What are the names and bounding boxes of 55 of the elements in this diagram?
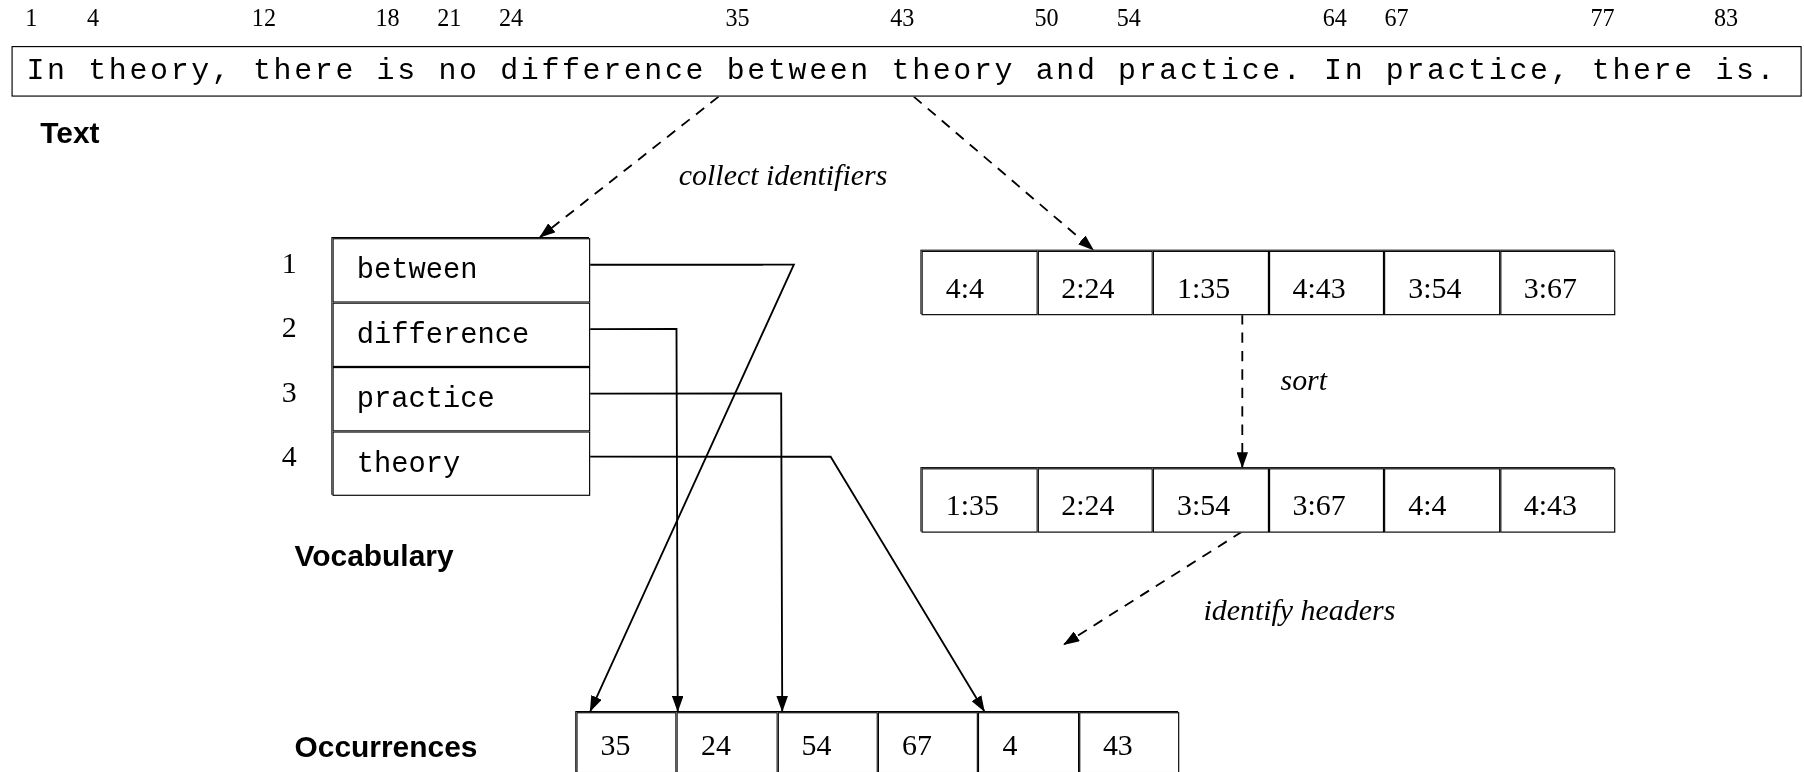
row-number: 3 [281,375,297,410]
dashed-arrow [912,95,1095,251]
section-heading: Vocabulary [294,538,454,575]
position-number: 50 [1034,4,1059,34]
posting-cell: 2:24 [1037,468,1153,533]
posting-cell: 2:24 [1037,250,1153,316]
arrow [588,328,684,713]
position-number: 43 [890,4,915,34]
section-heading: Text [40,115,100,151]
dashed-arrow [1236,313,1249,469]
posting-array [920,467,1615,532]
occurrence-cell: 54 [777,712,878,772]
occurrence-cell: 24 [676,712,778,772]
position-number: 83 [1714,4,1739,34]
position-number: 67 [1384,4,1409,34]
vocabulary-cell: practice [332,367,591,432]
vocabulary-cell: difference [332,302,591,367]
posting-cell: 4:4 [921,250,1038,316]
dashed-arrow [539,95,720,238]
position-number: 24 [498,4,524,34]
occurrence-cell: 43 [1078,712,1180,772]
arrow [588,392,788,713]
occurrence-cell: 4 [978,712,1079,772]
arrow [588,263,796,713]
position-number: 77 [1590,4,1615,34]
section-heading: Occurrences [294,729,478,766]
posting-cell: 3:67 [1268,468,1385,533]
position-number: 12 [251,4,276,34]
row-number: 2 [281,310,297,346]
vocabulary-table [331,237,590,495]
posting-cell: 3:67 [1499,250,1616,316]
position-number: 4 [87,4,100,34]
posting-cell: 1:35 [1152,250,1269,316]
vocabulary-cell: theory [332,431,591,496]
position-number: 21 [437,4,462,34]
position-number: 1 [25,4,38,34]
posting-cell: 1:35 [921,468,1038,533]
position-number: 35 [725,4,750,34]
occurrence-cell: 67 [877,712,979,772]
posting-cell: 4:43 [1499,468,1616,533]
occurrence-array [575,711,1179,772]
vocabulary-cell: between [332,238,591,303]
text-band: In theory, there is no difference between theory and practice. In practice, there is. [11,46,1802,97]
posting-cell: 4:43 [1268,250,1385,316]
position-number: 64 [1322,4,1347,34]
posting-array [920,249,1615,315]
position-number: 54 [1116,4,1141,34]
posting-cell: 4:4 [1384,468,1500,533]
posting-cell: 3:54 [1384,250,1500,316]
arrow [588,455,986,712]
row-number: 4 [281,439,297,474]
row-number: 1 [281,246,297,281]
position-number: 18 [375,4,400,34]
occurrence-cell: 35 [576,712,677,772]
posting-cell: 3:54 [1152,468,1269,533]
